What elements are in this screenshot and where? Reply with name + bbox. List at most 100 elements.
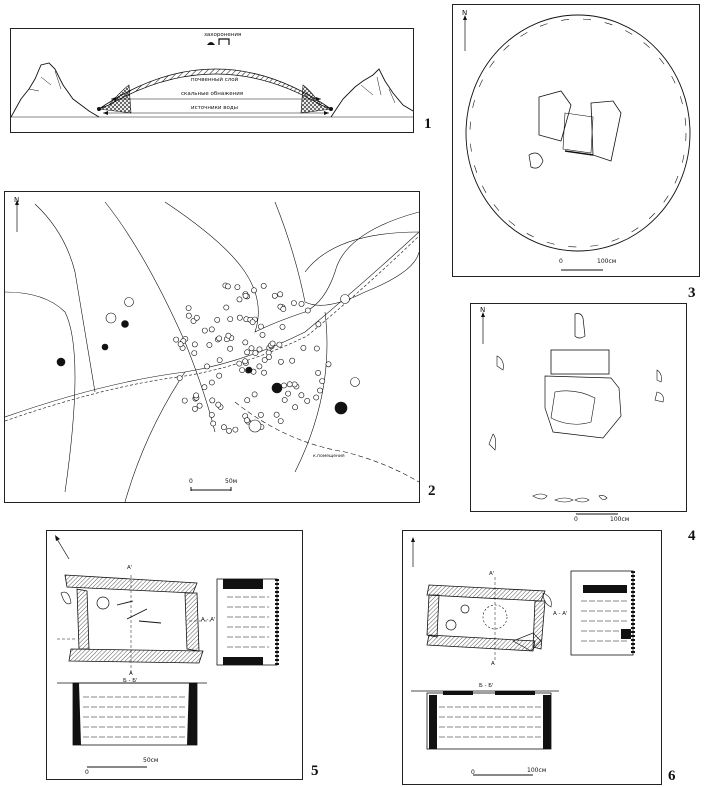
panel-number-5: 5 xyxy=(311,763,319,779)
map-site-marker xyxy=(277,358,284,365)
map-site-marker xyxy=(181,397,188,404)
map-site-marker xyxy=(266,354,272,360)
map-site-marker xyxy=(201,384,208,391)
map-site-marker xyxy=(298,392,305,399)
map-site-marker xyxy=(232,426,239,433)
map-site-marker xyxy=(196,402,203,409)
map-site-marker xyxy=(276,341,283,348)
map-site-marker xyxy=(208,326,215,333)
map-site-marker xyxy=(279,323,286,330)
map-site-marker xyxy=(249,319,256,326)
label-rock: скальные обнажения xyxy=(181,91,244,97)
map-site-marker xyxy=(242,339,249,346)
map-site-marker xyxy=(216,357,223,363)
map-site-marker xyxy=(315,321,322,328)
map-site-marker xyxy=(220,424,227,431)
map-site-marker xyxy=(177,341,184,348)
map-site-marker xyxy=(242,292,249,299)
cist5-scale-end: 50см xyxy=(143,757,159,764)
panel-2-site-map: N 0 50м к.помещения xyxy=(4,191,420,503)
map-site-marker xyxy=(216,372,223,379)
map-site-marker xyxy=(286,381,293,388)
ring-scale-zero: 0 xyxy=(559,258,563,265)
label-burials: захоронения xyxy=(204,32,242,38)
right-rock xyxy=(330,68,413,118)
ring-scale-end: 100см xyxy=(597,258,617,265)
profile-drawing xyxy=(11,38,413,118)
map-site-marker xyxy=(236,360,243,367)
map-road-label: к.помещения xyxy=(313,454,345,459)
map-site-marker xyxy=(192,405,198,412)
map-site-marker xyxy=(224,283,231,290)
map-site-marker xyxy=(257,323,264,330)
map-large-marker xyxy=(334,401,348,415)
panel-number-1: 1 xyxy=(424,116,432,132)
map-site-marker xyxy=(225,332,232,339)
map-site-marker xyxy=(185,305,192,311)
map-site-marker xyxy=(259,331,266,338)
map-site-marker xyxy=(260,283,267,289)
left-rock xyxy=(11,62,100,118)
map-site-marker xyxy=(214,317,221,323)
map-site-marker xyxy=(242,358,248,365)
map-site-marker xyxy=(244,417,250,424)
map-site-marker xyxy=(261,369,267,376)
map-site-marker xyxy=(193,392,199,399)
cist6-drawing xyxy=(411,537,635,776)
map-site-marker xyxy=(298,301,305,307)
cist5-drawing xyxy=(55,535,279,768)
map-site-marker xyxy=(216,335,223,342)
map-ring-marker xyxy=(124,297,134,307)
cist6-a-prime: A' xyxy=(489,571,495,577)
map-site-marker xyxy=(208,411,215,418)
cist5-a: A xyxy=(129,671,133,677)
map-site-marker xyxy=(290,300,297,306)
map-site-marker xyxy=(300,344,307,351)
label-water: источники воды xyxy=(191,105,238,111)
map-large-marker xyxy=(101,343,109,351)
map-site-marker xyxy=(277,418,284,424)
cist5-scale-zero: 0 xyxy=(85,769,89,776)
map-large-marker xyxy=(271,382,283,394)
map-site-marker xyxy=(236,296,243,303)
map-site-marker xyxy=(304,307,311,314)
label-soil: почвенный слой xyxy=(191,77,239,83)
map-site-marker xyxy=(291,381,298,388)
map-site-marker xyxy=(304,397,311,404)
map-scale-end: 50м xyxy=(225,478,238,485)
map-large-marker xyxy=(121,320,129,328)
stones-scale-end: 100см xyxy=(610,516,630,523)
panel-number-6: 6 xyxy=(668,768,676,784)
map-large-marker xyxy=(245,366,253,374)
map-large-marker xyxy=(56,357,66,367)
map-site-marker xyxy=(201,327,208,334)
stones-north-label: N xyxy=(480,306,486,314)
ring-north-label: N xyxy=(462,9,468,17)
mound-soil xyxy=(98,68,332,110)
cist5-a-prime: A' xyxy=(127,565,133,571)
panel-number-2: 2 xyxy=(428,483,436,499)
map-site-marker xyxy=(244,397,251,404)
map-site-marker xyxy=(317,387,323,394)
map-site-marker xyxy=(210,420,217,427)
map-scale-zero: 0 xyxy=(189,478,193,485)
map-site-marker xyxy=(252,350,259,356)
map-site-marker xyxy=(227,316,234,322)
map-site-marker xyxy=(191,341,198,348)
map-site-marker xyxy=(313,394,320,401)
map-site-marker xyxy=(256,363,263,370)
map-north-label: N xyxy=(14,196,20,204)
cist6-a-a-label: A - A' xyxy=(553,611,568,617)
panel-number-4: 4 xyxy=(688,528,696,544)
panel-1-profile: захоронения почвенный слой скальные обна… xyxy=(10,28,414,133)
map-site-marker xyxy=(206,342,213,348)
map-site-marker xyxy=(185,312,192,319)
stones-scale-zero: 0 xyxy=(574,516,578,523)
map-site-marker xyxy=(319,378,326,384)
panel-4-stones: N xyxy=(470,303,687,512)
map-site-marker xyxy=(236,314,243,321)
map-site-marker xyxy=(315,369,321,376)
map-ring-marker xyxy=(350,377,360,387)
map-drawing xyxy=(5,200,419,502)
map-site-marker xyxy=(244,349,250,356)
